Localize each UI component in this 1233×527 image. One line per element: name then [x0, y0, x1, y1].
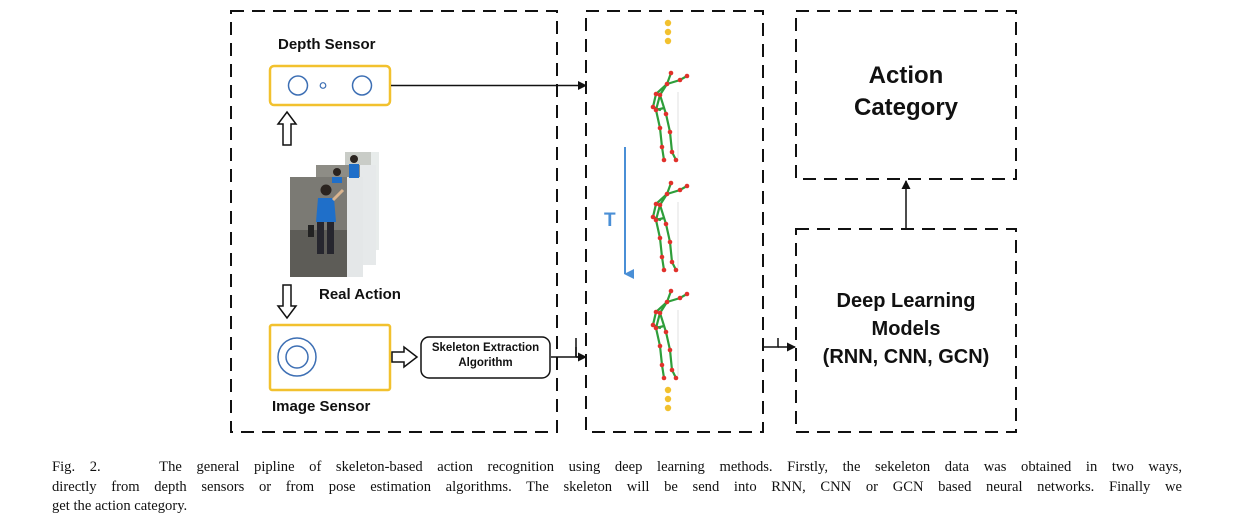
deep-learning-line2: Models [871, 318, 941, 340]
caption-text-1: The general pipline of skeleton-based ac… [159, 459, 1183, 475]
sequence-continuation-dots-bottom [664, 386, 672, 412]
skeleton-figure-icon [650, 180, 690, 273]
skeleton-extraction-line1: Skeleton Extraction [431, 342, 540, 354]
action-category-box [795, 10, 1017, 180]
sequence-continuation-dots-top [664, 19, 672, 45]
skeleton-extraction-box [420, 336, 551, 379]
action-category-line2: Category [853, 94, 959, 121]
sensor-panel [230, 10, 558, 433]
caption-line-1: Fig. 2. The general pipline of skeleton-… [52, 458, 1182, 478]
caption-fig-number: Fig. 2. [52, 459, 101, 475]
caption-line-2: directly from depth sensors or from pose… [52, 478, 1182, 495]
sequence-to-model-arrow [764, 338, 779, 348]
real-action-label: Real Action [319, 286, 401, 303]
skeleton-extraction-label: Skeleton Extraction Algorithm [421, 341, 550, 371]
deep-learning-line3: (RNN, CNN, GCN) [822, 346, 990, 368]
deep-learning-label: Deep Learning Models (RNN, CNN, GCN) [796, 287, 1016, 371]
image-sensor-label: Image Sensor [272, 398, 371, 415]
deep-learning-line1: Deep Learning [836, 290, 976, 312]
skeleton-figure-icon [650, 288, 690, 381]
skeleton-sequence-panel [585, 10, 764, 433]
caption-line-3: get the action category. [52, 498, 188, 514]
time-axis-label: T [604, 210, 616, 231]
skeleton-figure-icon [650, 70, 690, 163]
hollow-down-arrow-icon [276, 284, 298, 320]
depth-camera-icon [268, 64, 392, 107]
deep-learning-box [795, 228, 1017, 433]
depth-sensor-label: Depth Sensor [278, 36, 376, 53]
hollow-right-arrow-icon [391, 345, 419, 369]
figure-caption: Fig. 2. The general pipline of skeleton-… [52, 458, 1182, 517]
skeleton-extraction-line2: Algorithm [458, 357, 513, 369]
hollow-up-arrow-icon [276, 110, 298, 146]
image-camera-icon [268, 323, 392, 392]
action-category-line1: Action [868, 62, 944, 89]
person-photo-stack [290, 152, 379, 277]
pipeline-diagram [230, 10, 1017, 433]
action-category-label: Action Category [796, 60, 1016, 124]
